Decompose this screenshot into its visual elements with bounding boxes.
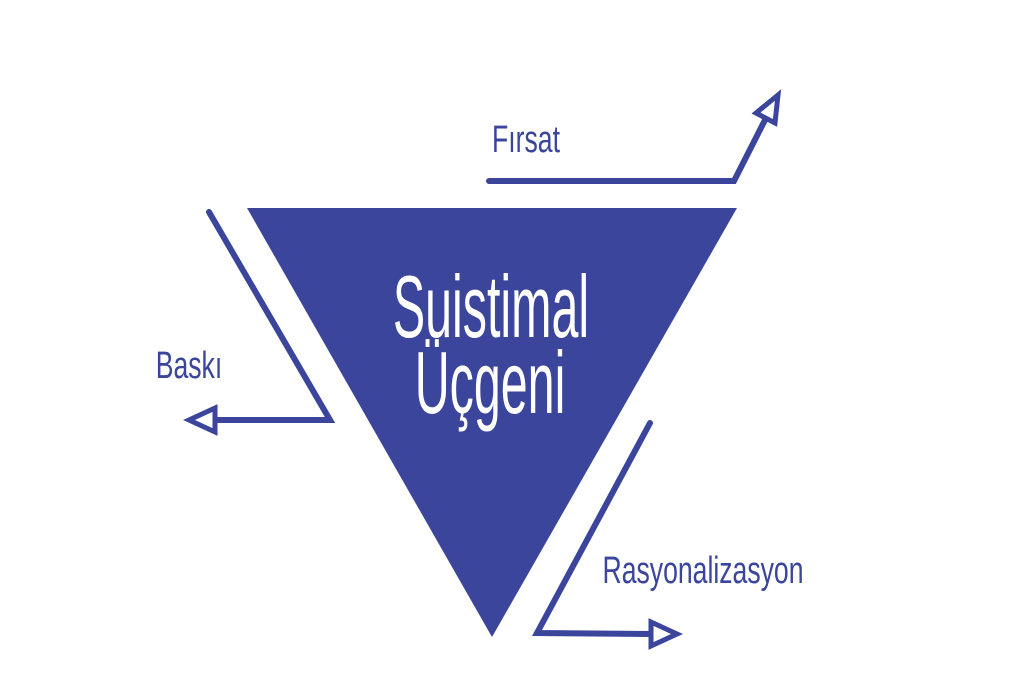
triangle-title-line1: Suistimal (393, 259, 589, 357)
left-arrowhead-icon (183, 404, 218, 436)
bottom-right-arrow-line (532, 420, 654, 637)
bottom-right-arrow (532, 420, 683, 650)
top-arrowhead-icon (751, 89, 782, 127)
bottom-right-arrowhead-icon (648, 618, 683, 650)
triangle-title-line2: Üçgeni (415, 335, 566, 433)
left-arrow (183, 209, 336, 436)
left-arrow-line (206, 209, 336, 423)
bottom-right-arrow-label: Rasyonalizasyon (603, 548, 804, 591)
inverted-triangle-shape (247, 208, 737, 637)
top-arrow-line (486, 115, 769, 184)
top-arrow (486, 89, 782, 184)
left-arrow-label: Baskı (156, 343, 223, 386)
top-arrow-label: Fırsat (492, 117, 560, 160)
